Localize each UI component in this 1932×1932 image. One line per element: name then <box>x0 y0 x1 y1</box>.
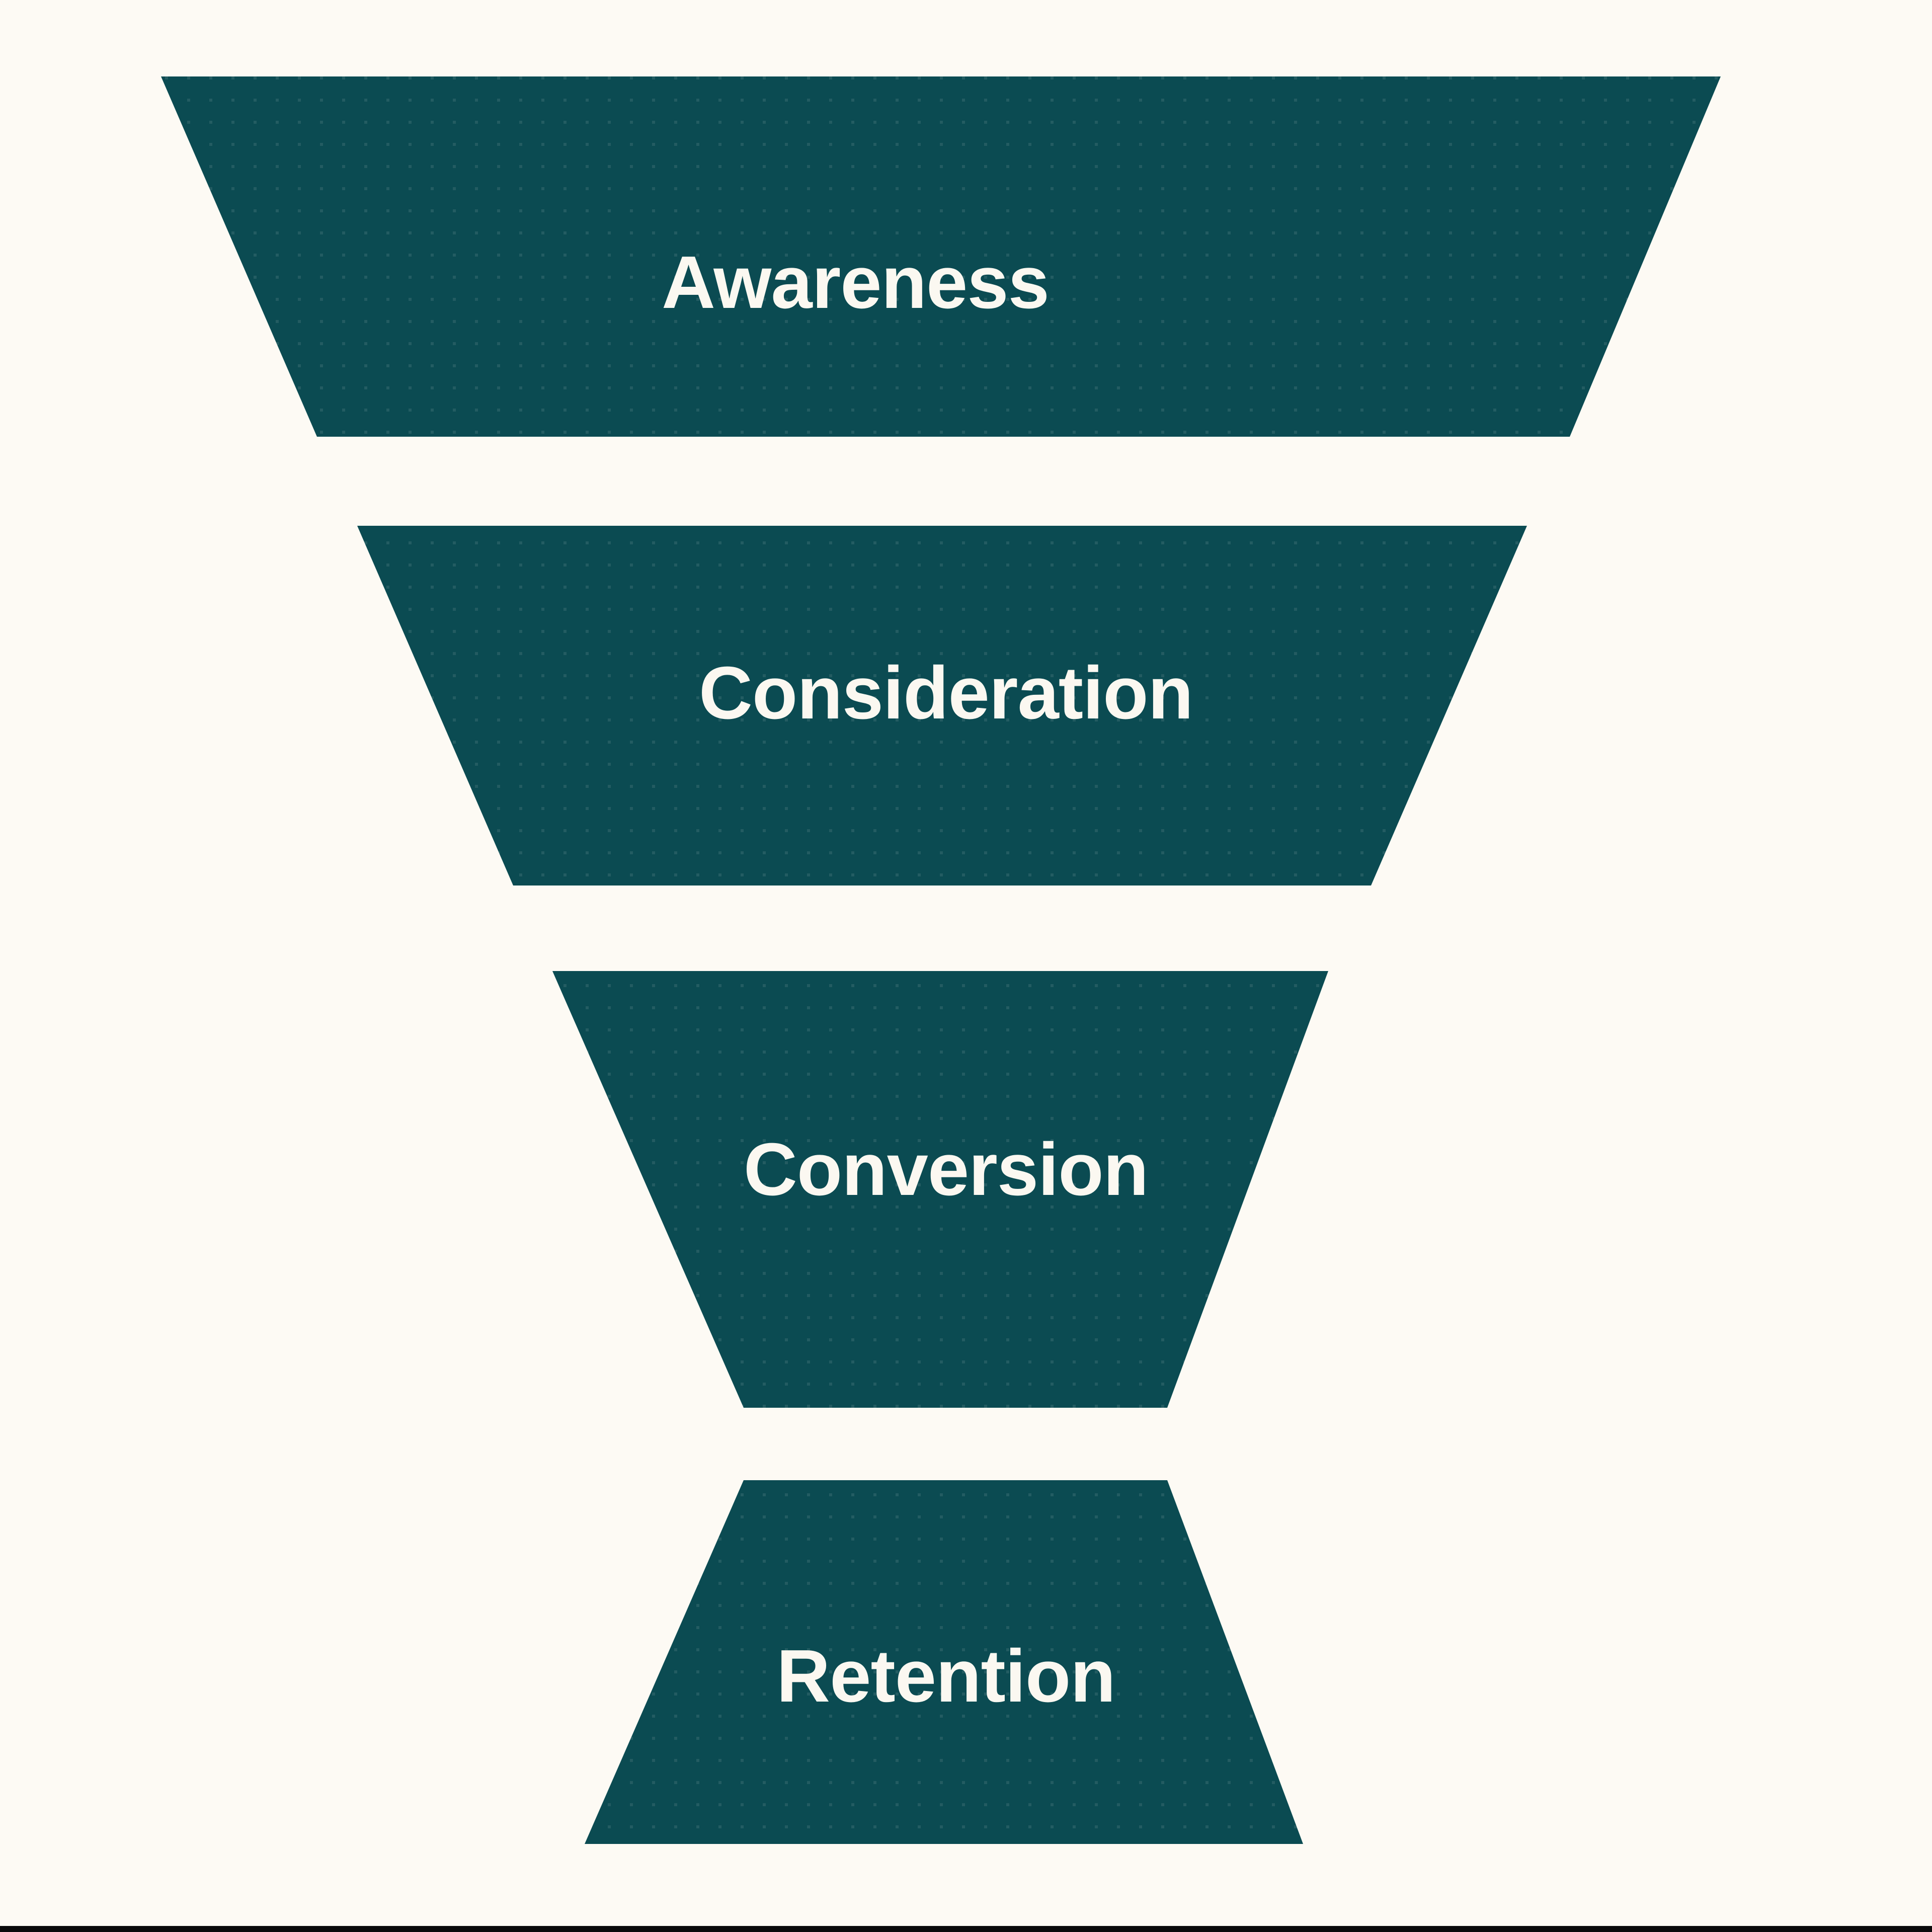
bottom-edge-band <box>0 1926 1932 1932</box>
stage-shape-consideration[interactable] <box>357 526 1527 886</box>
stage-label-awareness: Awareness <box>662 241 1050 324</box>
stage-shape-retention[interactable] <box>585 1480 1303 1844</box>
stage-shape-conversion[interactable] <box>552 971 1328 1408</box>
stage-shape-awareness[interactable] <box>161 76 1721 437</box>
stage-label-consideration: Consideration <box>699 652 1193 735</box>
stage-label-retention: Retention <box>776 1635 1115 1718</box>
stage-label-conversion: Conversion <box>743 1128 1149 1211</box>
